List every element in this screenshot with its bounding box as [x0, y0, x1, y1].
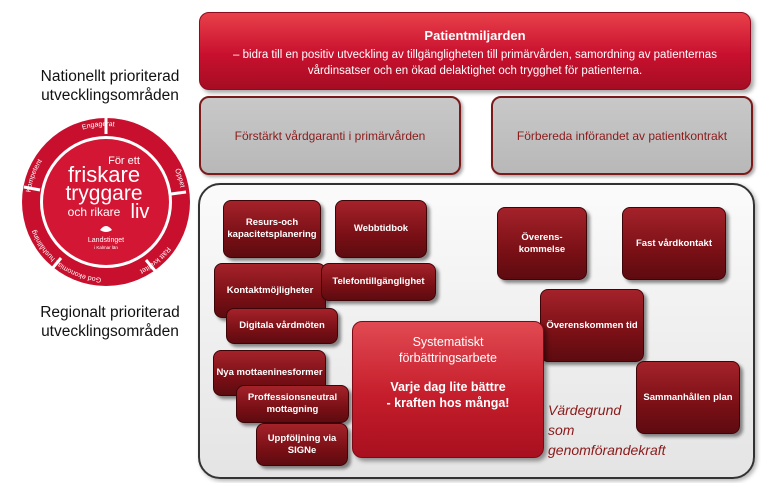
logo-word-4: liv — [131, 201, 150, 223]
box-nya-label: Nya mottaeninesformer — [216, 367, 323, 378]
logo-brand: Landstinget — [88, 237, 124, 244]
regional-label-line2: utvecklingsområden — [41, 323, 179, 340]
box-digitala-label: Digitala vårdmöten — [239, 320, 325, 331]
box-webbtidbok-label: Webbtidbok — [353, 223, 409, 234]
box-fast: Fast vårdkontakt — [622, 207, 726, 280]
box-webbtidbok: Webbtidbok — [335, 200, 427, 258]
national-label-line1: Nationellt prioriterad — [40, 68, 180, 85]
logo-ring-label-4: Engagerat — [81, 121, 115, 132]
vardegrund-line-1: Värdegrund — [548, 402, 622, 418]
box-fast-label: Fast vårdkontakt — [635, 237, 713, 249]
patientmiljarden-banner: Patientmiljarden – bidra till en positiv… — [199, 12, 751, 90]
logo-inner-disc — [43, 139, 169, 265]
box-uppfoljning-label: Uppföljning via SIGNe — [267, 432, 337, 456]
box-proff: Proffessionsneutral mottagning — [236, 385, 349, 423]
logo-emblem: Rätt kvalitet God ekonomisk hushållning … — [22, 118, 190, 286]
box-resurs-label: Resurs-och kapacitetsplanering — [227, 217, 317, 240]
grey-box-vardgaranti-label: Förstärkt vårdgaranti i primärvården — [234, 128, 426, 143]
box-overenskommen-tid-label: Överenskommen tid — [546, 319, 638, 331]
box-overenskommen-tid: Överenskommen tid — [540, 289, 644, 362]
box-uppfoljning: Uppföljning via SIGNe — [256, 423, 348, 466]
box-overenskommelse-label: Överens-kommelse — [518, 231, 566, 255]
box-proff-label: Proffessionsneutral mottagning — [247, 392, 338, 415]
vardegrund-line-3: genomförandekraft — [548, 442, 666, 458]
banner-subtitle: – bidra till en positiv utveckling av ti… — [233, 49, 717, 77]
box-telefon: Telefontillgänglighet — [321, 263, 436, 301]
logo-brand-icon — [100, 226, 112, 232]
logo-word-2: tryggare — [65, 182, 142, 205]
box-sammanhallen-label: Sammanhållen plan — [643, 391, 733, 403]
box-sammanhallen: Sammanhållen plan — [636, 361, 740, 434]
box-telefon-label: Telefontillgänglighet — [332, 276, 425, 287]
center-line-3: Varje dag lite bättre — [390, 380, 506, 394]
logo-top-small: För ett — [108, 155, 140, 167]
logo-word-3: och rikare — [68, 205, 121, 219]
center-line-1: Systematiskt — [412, 335, 484, 349]
banner-title: Patientmiljarden — [424, 28, 526, 43]
center-line-4: - kraften hos många! — [386, 396, 510, 410]
vardegrund-line-2: som — [548, 422, 575, 438]
center-box: Systematiskt förbättringsarbete Varje da… — [352, 321, 544, 458]
grey-box-patientkontrakt-label: Förbereda införandet av patientkontrakt — [516, 128, 728, 143]
box-kontakt-label: Kontaktmöjligheter — [226, 284, 314, 296]
box-resurs: Resurs-och kapacitetsplanering — [223, 200, 321, 258]
box-digitala: Digitala vårdmöten — [226, 308, 338, 344]
center-line-2: förbättringsarbete — [399, 351, 497, 365]
vardegrund-text: Värdegrund som genomförandekraft — [548, 400, 666, 460]
box-overenskommelse: Överens-kommelse — [497, 207, 587, 280]
logo-ring-dividers — [23, 118, 187, 273]
logo-word-1: friskare — [68, 162, 140, 187]
national-label: Nationellt prioriterad utvecklingsområde… — [20, 67, 200, 105]
grey-box-patientkontrakt: Förbereda införandet av patientkontrakt — [491, 96, 753, 175]
grey-box-vardgaranti: Förstärkt vårdgaranti i primärvården — [199, 96, 461, 175]
regional-label: Regionalt prioriterad utvecklingsområden — [20, 303, 200, 341]
national-label-line2: utvecklingsområden — [41, 87, 179, 104]
logo-brand-sub: i Kalmar län — [94, 245, 118, 250]
regional-label-line1: Regionalt prioriterad — [40, 304, 180, 321]
